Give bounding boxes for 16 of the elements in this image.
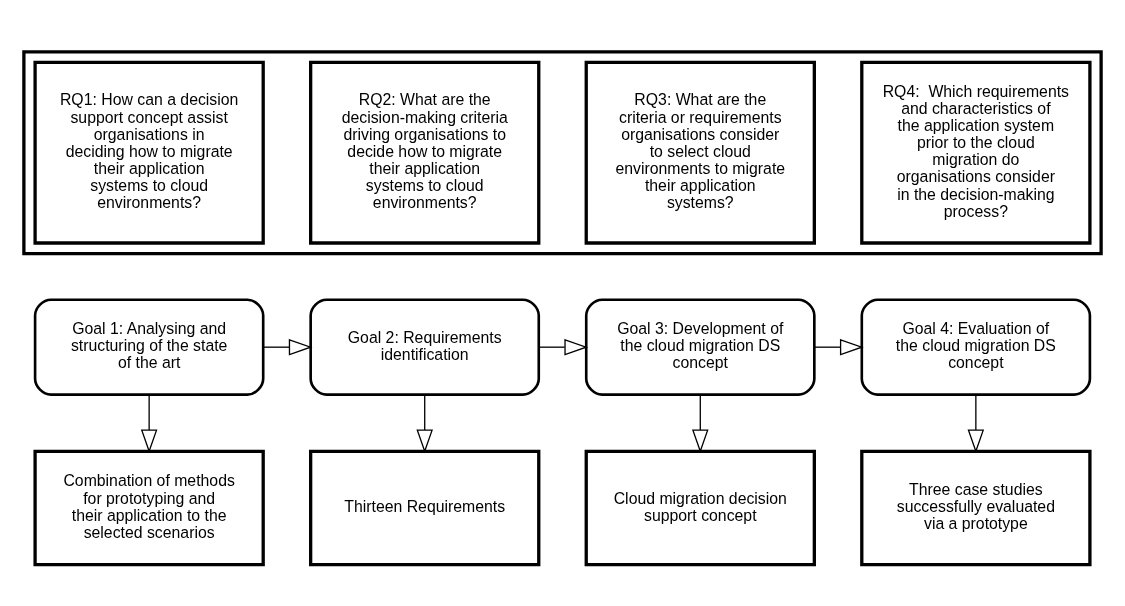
- node-box: Goal 2: Requirements identification: [309, 298, 541, 396]
- node-box: Cloud migration decision support concept: [584, 449, 816, 567]
- node-box: Goal 1: Analysing and structuring of the state of the art: [33, 298, 265, 396]
- arrow: [262, 338, 313, 356]
- node-box: RQ2: What are the decision-making criteria driving organisations to decide how to migrate their application systems to cloud environments?: [309, 60, 541, 245]
- arrow: [813, 338, 864, 356]
- cluster: [22, 50, 1103, 256]
- arrow: [538, 338, 589, 356]
- node-box: Goal 3: Development of the cloud migration DS concept: [584, 298, 816, 396]
- node-box: RQ3: What are the criteria or requirements organisations consider to select cloud environments to migrate their application systems?: [584, 60, 816, 245]
- node-box: RQ1: How can a decision support concept assist organisations in deciding how to migrate their application systems to cloud environments?: [33, 60, 265, 245]
- node-box: Combination of methods for prototyping and their application to the selected scenarios: [33, 449, 265, 567]
- node-box: RQ4: Which requirements and characteristics of the application system prior to the cloud migration do organisations consider in the decision-making process?: [860, 60, 1092, 245]
- node-box: Thirteen Requirements: [309, 449, 541, 567]
- node-box: Goal 4: Evaluation of the cloud migration DS concept: [860, 298, 1092, 396]
- node-box: Three case studies successfully evaluated via a prototype: [860, 449, 1092, 567]
